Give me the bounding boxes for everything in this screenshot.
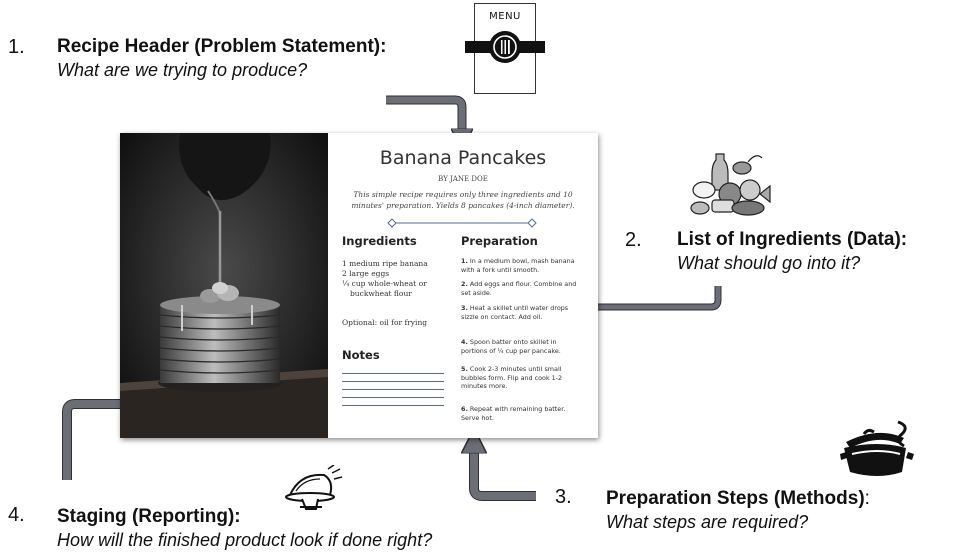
preparation-step-text: Heat a skillet until water drops sizzle … — [461, 304, 569, 321]
step-3-title-text: Preparation Steps (Methods) — [606, 488, 865, 509]
notes-heading: Notes — [342, 348, 380, 362]
arrow-recipe-header — [386, 95, 462, 135]
step-3-title-tail: : — [864, 488, 870, 509]
ingredients-list: 1 medium ripe banana 2 large eggs ¼ cup … — [342, 259, 452, 299]
pancake-stack-photo — [120, 133, 328, 438]
ornament-divider — [387, 218, 537, 228]
step-2-title-text: List of Ingredients (Data): — [677, 229, 908, 250]
preparation-step-number: 4. — [461, 338, 468, 346]
preparation-step: 2. Add eggs and flour. Combine and set a… — [461, 280, 581, 297]
step-2-title: List of Ingredients (Data): — [677, 229, 907, 251]
step-4-title: Staging (Reporting): — [57, 506, 241, 528]
menu-icon: MENU — [465, 3, 545, 94]
step-1-subtitle: What are we trying to produce? — [57, 60, 308, 80]
notes-line — [342, 389, 444, 390]
preparation-step-text: Repeat with remaining batter. Serve hot. — [461, 405, 566, 422]
preparation-step: 5. Cook 2-3 minutes until small bubbles … — [461, 365, 581, 391]
preparation-step-number: 2. — [461, 280, 468, 288]
ingredient-optional: Optional: oil for frying — [342, 318, 428, 327]
step-1-number: 1. — [8, 36, 25, 58]
recipe-byline: BY JANE DOE — [438, 175, 488, 183]
step-4-number: 4. — [8, 504, 25, 526]
preparation-step-text: In a medium bowl, mash banana with a for… — [461, 257, 575, 274]
step-3-subtitle: What steps are required? — [606, 512, 809, 532]
preparation-step-number: 6. — [461, 405, 468, 413]
serving-cloche-icon — [285, 465, 343, 510]
step-3-title: Preparation Steps (Methods): — [606, 488, 870, 510]
preparation-step-text: Cook 2-3 minutes until small bubbles for… — [461, 365, 563, 391]
step-3-number: 3. — [555, 486, 572, 508]
step-4-title-text: Staging (Reporting): — [57, 506, 241, 527]
ingredients-pile-icon — [690, 153, 771, 216]
preparation-step: 1. In a medium bowl, mash banana with a … — [461, 257, 581, 274]
arrow-preparation — [474, 446, 536, 501]
preparation-step-number: 5. — [461, 365, 468, 373]
recipe-description: This simple recipe requires only three i… — [332, 189, 594, 211]
ingredient-item: 2 large eggs — [342, 269, 390, 278]
notes-line — [342, 373, 444, 374]
preparation-heading: Preparation — [461, 234, 538, 248]
recipe-description-line: minutes' preparation. Yields 8 pancakes … — [351, 201, 575, 210]
recipe-card: Banana Pancakes BY JANE DOE This simple … — [120, 133, 598, 438]
step-4-subtitle: How will the finished product look if do… — [57, 530, 433, 550]
ingredients-heading: Ingredients — [342, 234, 417, 248]
preparation-step-text: Add eggs and flour. Combine and set asid… — [461, 280, 577, 297]
notes-line — [342, 381, 444, 382]
ingredient-item: 1 medium ripe banana — [342, 259, 428, 268]
preparation-step: 6. Repeat with remaining batter. Serve h… — [461, 405, 581, 422]
notes-line — [342, 405, 444, 406]
menu-icon-label: MENU — [489, 11, 521, 22]
step-1-title: Recipe Header (Problem Statement): — [57, 36, 386, 58]
preparation-step: 3. Heat a skillet until water drops sizz… — [461, 304, 581, 321]
step-2-number: 2. — [625, 229, 642, 251]
ingredient-item: ¼ cup whole-wheat or — [342, 279, 427, 288]
preparation-step-number: 3. — [461, 304, 468, 312]
cooking-pot-icon — [840, 420, 914, 476]
preparation-step-number: 1. — [461, 257, 468, 265]
arrow-staging — [62, 404, 158, 480]
step-1-title-text: Recipe Header (Problem Statement): — [57, 36, 387, 57]
notes-line — [342, 397, 444, 398]
preparation-step: 4. Spoon batter onto skillet in portions… — [461, 338, 581, 355]
recipe-description-line: This simple recipe requires only three i… — [353, 190, 573, 199]
arrow-ingredients — [432, 286, 722, 307]
step-2-subtitle: What should go into it? — [677, 253, 861, 273]
preparation-step-text: Spoon batter onto skillet in portions of… — [461, 338, 561, 355]
plate-fork-knife-icon — [465, 31, 545, 63]
recipe-title: Banana Pancakes — [379, 147, 547, 169]
ingredient-item-continued: buckwheat flour — [350, 289, 412, 298]
